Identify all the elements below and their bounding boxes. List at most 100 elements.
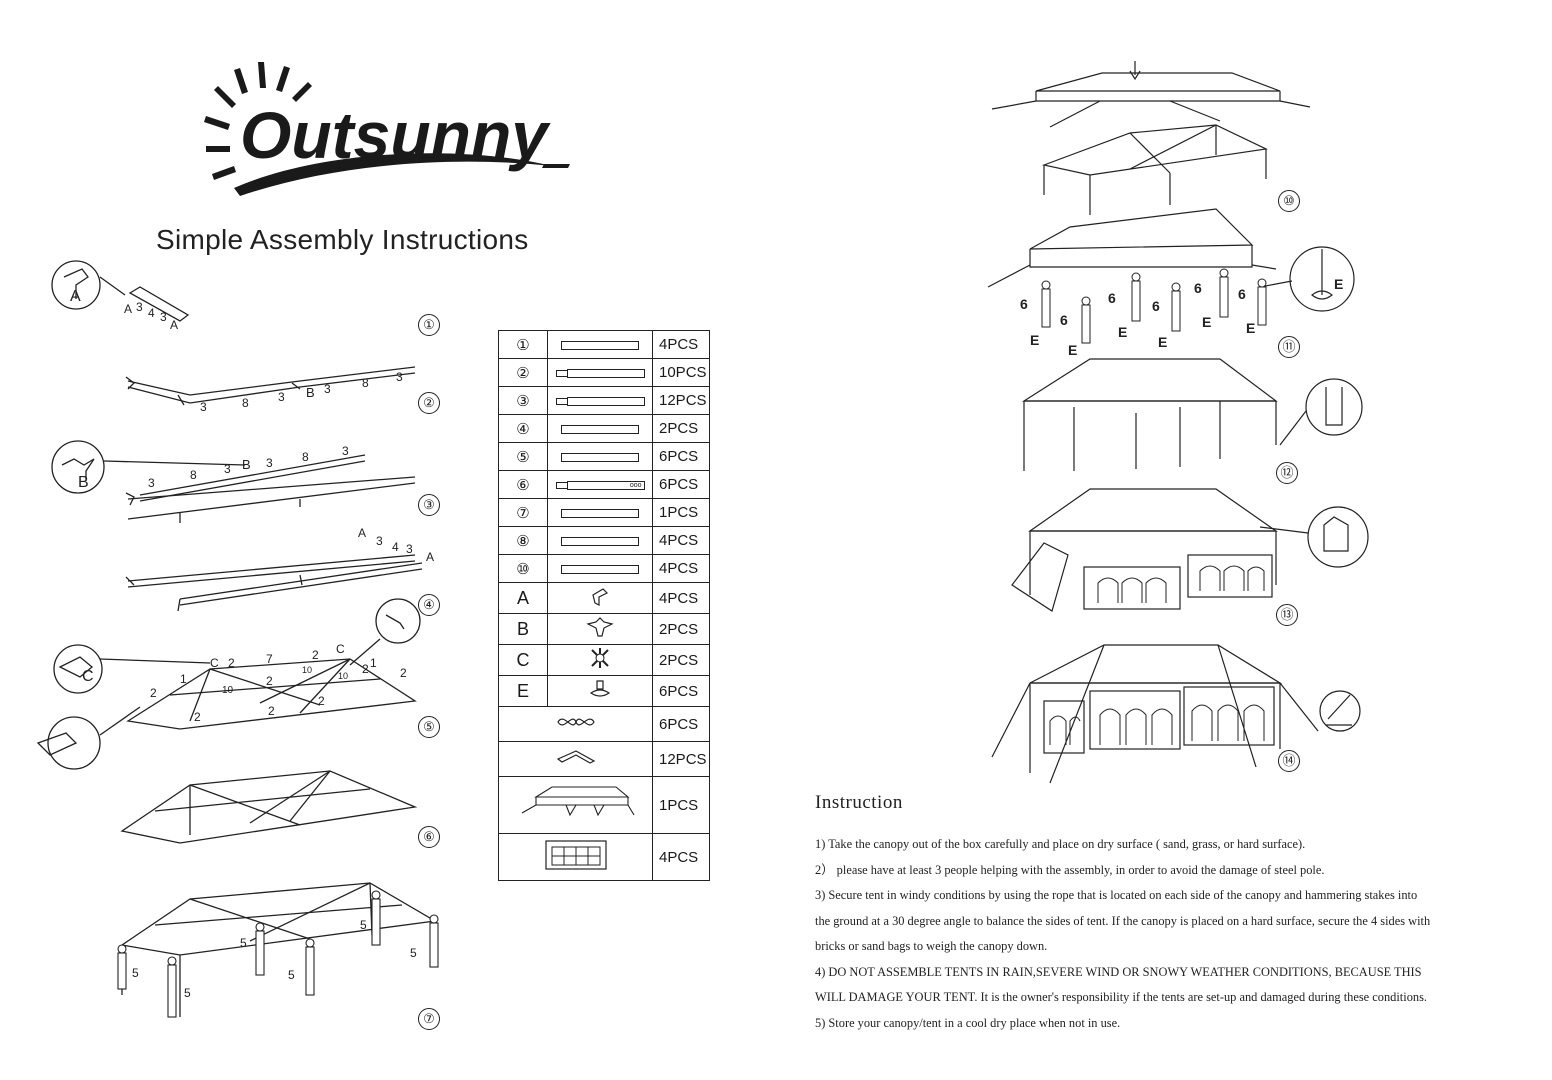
tee-connector-icon xyxy=(586,617,614,637)
wall-hook-callout xyxy=(1307,506,1369,568)
parts-row: ⑤ 6PCS xyxy=(498,442,710,471)
svg-text:3: 3 xyxy=(148,476,155,490)
svg-text:4: 4 xyxy=(392,540,399,554)
instruction-line: the ground at a 30 degree angle to balan… xyxy=(815,913,1431,928)
svg-text:3: 3 xyxy=(396,370,403,384)
svg-text:6: 6 xyxy=(1060,312,1068,328)
svg-text:6: 6 xyxy=(1152,298,1160,314)
svg-text:8: 8 xyxy=(362,376,369,390)
svg-text:3: 3 xyxy=(342,444,349,458)
svg-text:2: 2 xyxy=(268,704,275,718)
svg-text:E: E xyxy=(1246,320,1255,336)
svg-text:7: 7 xyxy=(266,652,273,666)
pole-icon xyxy=(561,536,639,546)
svg-text:3: 3 xyxy=(136,300,143,314)
svg-text:3: 3 xyxy=(160,310,167,324)
instruction-line: bricks or sand bags to weigh the canopy … xyxy=(815,939,1048,953)
svg-text:A: A xyxy=(358,526,366,540)
pole-end-callout xyxy=(47,716,101,770)
svg-text:5: 5 xyxy=(360,918,367,932)
svg-text:A: A xyxy=(426,550,434,564)
pole-joint-icon xyxy=(566,368,645,378)
svg-text:10: 10 xyxy=(338,671,348,681)
accessory-row: 12PCS xyxy=(498,741,710,777)
document-title: Simple Assembly Instructions xyxy=(156,224,529,255)
parts-row: ⑧ 4PCS xyxy=(498,526,710,555)
parts-row: ④ 2PCS xyxy=(498,414,710,443)
parts-row: ③ 12PCS xyxy=(498,386,710,415)
svg-text:8: 8 xyxy=(302,450,309,464)
svg-text:A: A xyxy=(124,302,132,316)
connector-b-callout xyxy=(51,440,105,494)
svg-text:2: 2 xyxy=(312,648,319,662)
rope-icon xyxy=(556,718,595,726)
parts-row: ⑩ 4PCS xyxy=(498,554,710,583)
svg-text:10: 10 xyxy=(222,685,234,696)
svg-text:5: 5 xyxy=(240,936,247,950)
instruction-line: 4) DO NOT ASSEMBLE TENTS IN RAIN,SEVERE … xyxy=(815,964,1422,979)
foot-base-icon xyxy=(589,680,611,697)
step-5-number: ⑤ xyxy=(418,714,440,738)
parts-row: ② 10PCS xyxy=(498,358,710,387)
stake-callout xyxy=(1319,690,1361,732)
instruction-line: 3) Secure tent in windy conditions by us… xyxy=(815,888,1418,902)
logo-wordmark: Outsunny xyxy=(240,98,551,172)
accessory-row: 4PCS xyxy=(498,833,710,881)
svg-text:4: 4 xyxy=(148,306,155,320)
svg-text:C: C xyxy=(82,668,94,685)
svg-text:6: 6 xyxy=(1194,280,1202,296)
svg-text:A: A xyxy=(170,318,178,332)
pole-holes-icon: ooo xyxy=(566,480,645,490)
parts-row: C 2PCS xyxy=(498,644,710,676)
step-3-number: ③ xyxy=(418,492,440,516)
step-1-number: ① xyxy=(418,312,440,336)
svg-text:6: 6 xyxy=(1238,286,1246,302)
svg-text:2: 2 xyxy=(318,694,325,708)
svg-text:E: E xyxy=(1202,314,1211,330)
instruction-heading: Instruction xyxy=(815,792,903,813)
parts-row: ① 4PCS xyxy=(498,330,710,359)
instruction-line: 2） please have at least 3 people helping… xyxy=(815,862,1325,877)
svg-text:5: 5 xyxy=(410,946,417,960)
svg-text:2: 2 xyxy=(400,666,407,680)
label-6: 6 xyxy=(1020,296,1028,312)
foot-base-callout xyxy=(1289,246,1355,312)
svg-text:1: 1 xyxy=(180,672,187,686)
step-2-number: ② xyxy=(418,390,440,414)
svg-text:3: 3 xyxy=(224,462,231,476)
svg-text:3: 3 xyxy=(200,400,207,414)
parts-row: B 2PCS xyxy=(498,613,710,645)
svg-text:2: 2 xyxy=(228,656,235,670)
svg-text:8: 8 xyxy=(190,468,197,482)
svg-text:C: C xyxy=(336,642,345,656)
parts-row: E 6PCS xyxy=(498,675,710,707)
step-14-number: ⑭ xyxy=(1278,748,1300,772)
step-11-number: ⑪ xyxy=(1278,334,1300,358)
pole-joint-icon xyxy=(566,396,645,406)
parts-row: ⑥ ooo 6PCS xyxy=(498,470,710,499)
instruction-list: 1) Take the canopy out of the box carefu… xyxy=(815,832,1515,1036)
step-12-number: ⑫ xyxy=(1276,460,1298,484)
pole-icon xyxy=(561,564,639,574)
cross-connector-icon xyxy=(591,648,609,668)
instruction-line: 5) Store your canopy/tent in a cool dry … xyxy=(815,1015,1121,1030)
parts-row: ⑦ 1PCS xyxy=(498,498,710,527)
instruction-line: WILL DAMAGE YOUR TENT. It is the owner's… xyxy=(815,990,1427,1004)
pole-icon xyxy=(561,424,639,434)
svg-text:8: 8 xyxy=(242,396,249,410)
svg-text:5: 5 xyxy=(288,968,295,982)
svg-text:3: 3 xyxy=(324,382,331,396)
step-6-number: ⑥ xyxy=(418,824,440,848)
accessory-row: 6PCS xyxy=(498,706,710,742)
svg-text:E: E xyxy=(1118,324,1127,340)
svg-text:5: 5 xyxy=(132,966,139,980)
step-4-number: ④ xyxy=(418,592,440,616)
pole-joint-callout xyxy=(375,598,421,644)
corner-connector-icon xyxy=(592,588,609,606)
pole-icon xyxy=(561,340,639,350)
parts-row: A 4PCS xyxy=(498,582,710,614)
svg-text:2: 2 xyxy=(194,710,201,724)
svg-text:E: E xyxy=(1158,334,1167,350)
svg-text:B: B xyxy=(306,385,315,400)
svg-text:10: 10 xyxy=(302,665,312,675)
